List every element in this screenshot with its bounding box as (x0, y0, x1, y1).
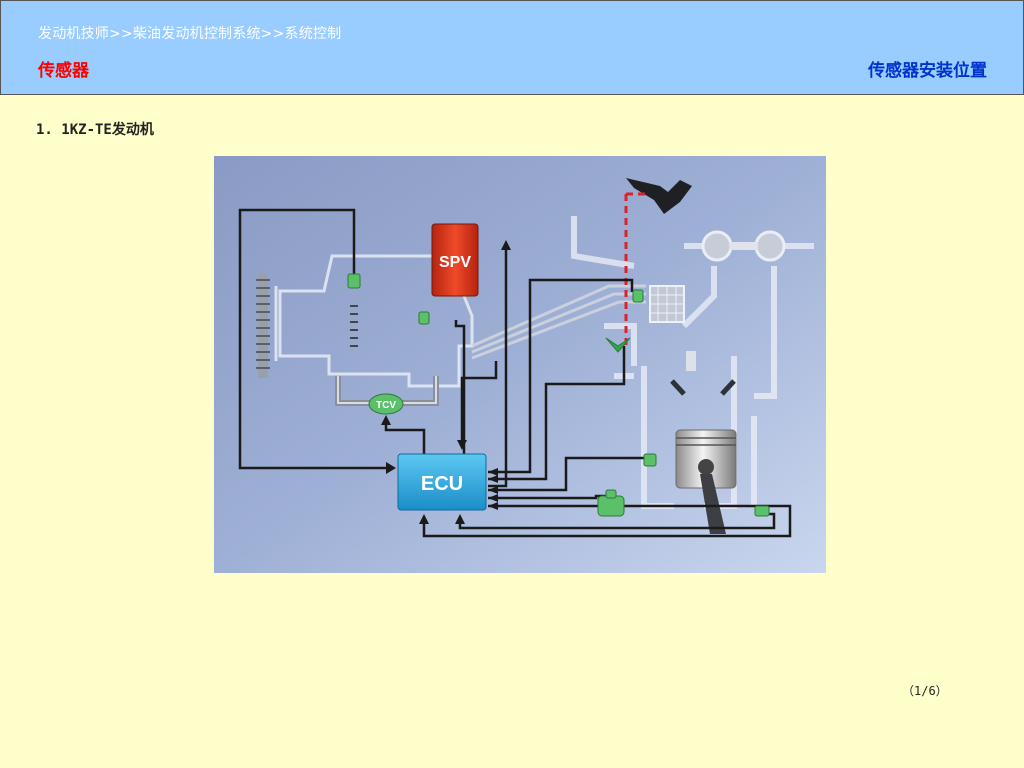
engine-heading: 1. 1KZ-TE发动机 (36, 122, 154, 138)
sensor-boost (632, 289, 644, 303)
piston (675, 429, 737, 534)
accelerator-pedal (624, 178, 692, 346)
ecu-unit: ECU (397, 453, 487, 511)
tcv-valve: TCV (368, 393, 404, 415)
sensor-intake-temp (605, 337, 631, 353)
sensor-fuel-temp (597, 489, 625, 517)
sensors (347, 273, 770, 517)
breadcrumb: 发动机技师>>柴油发动机控制系统>>系统控制 (38, 26, 342, 42)
turbocharger (701, 230, 786, 262)
intake-grid (649, 285, 685, 323)
engine-sensor-diagram: SPV TCV ECU (214, 156, 826, 573)
tcv-label: TCV (376, 400, 396, 411)
sensor-location-link[interactable]: 传感器安装位置 (868, 61, 987, 81)
sensor-water-temp (643, 453, 657, 467)
sensor-crank (754, 505, 770, 517)
page-indicator: （1/6） (902, 684, 948, 698)
pump-gear (256, 274, 270, 378)
header-bar: 发动机技师>>柴油发动机控制系统>>系统控制 传感器 传感器安装位置 (0, 0, 1024, 95)
injection-pump (274, 254, 474, 388)
wire-arrowheads (381, 240, 511, 524)
section-title: 传感器 (38, 61, 89, 81)
sensor-pump-speed (347, 273, 361, 289)
spv-valve: SPV (431, 223, 479, 297)
ecu-label: ECU (421, 473, 463, 495)
sensor-pump-position (418, 311, 430, 325)
valves (670, 351, 736, 396)
pump-spring (350, 305, 358, 347)
spv-label: SPV (439, 254, 471, 271)
